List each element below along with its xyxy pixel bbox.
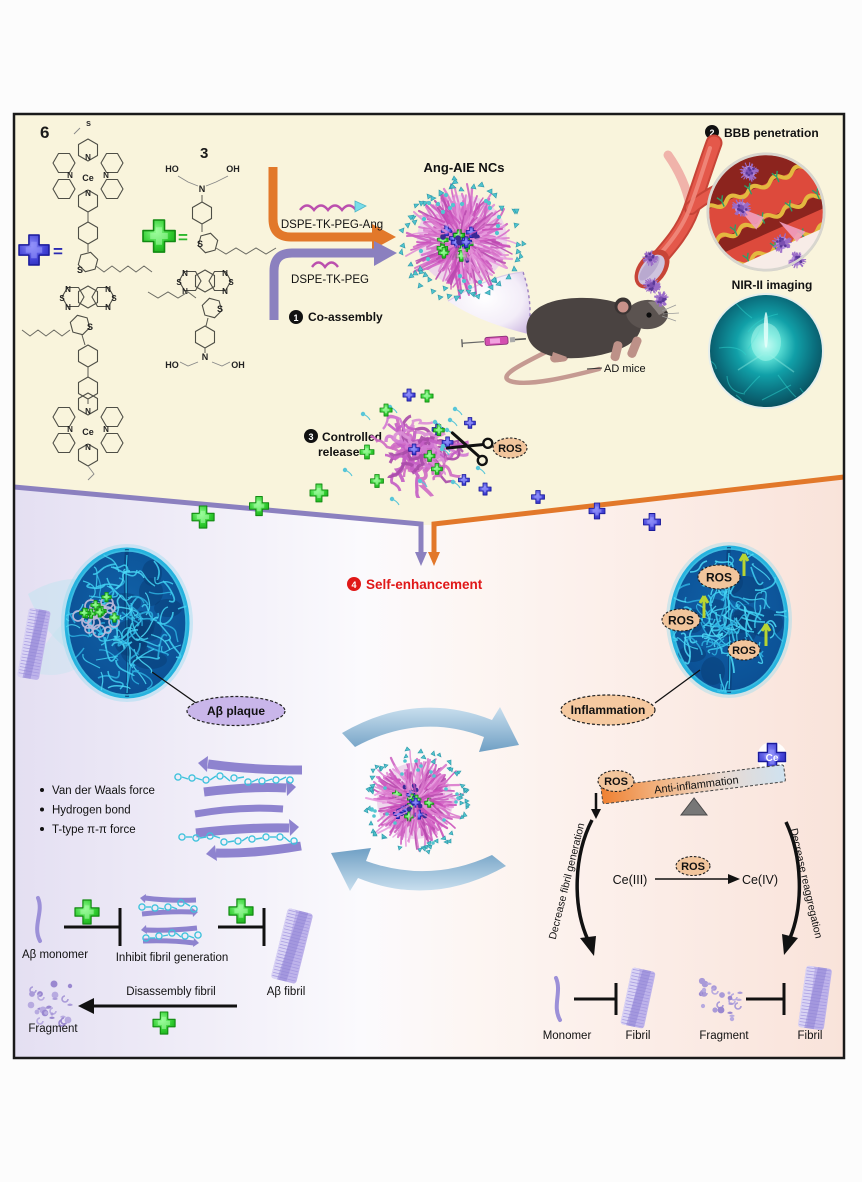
svg-text:N: N bbox=[105, 303, 111, 312]
svg-text:s: s bbox=[86, 118, 91, 128]
svg-text:=: = bbox=[178, 228, 188, 247]
svg-text:Fibril: Fibril bbox=[626, 1030, 651, 1042]
svg-text:Disassembly fibril: Disassembly fibril bbox=[126, 986, 215, 998]
svg-text:N: N bbox=[222, 269, 228, 278]
svg-text:release: release bbox=[318, 445, 360, 459]
svg-text:N: N bbox=[65, 285, 71, 294]
svg-text:N: N bbox=[202, 352, 209, 362]
svg-text:S: S bbox=[77, 265, 83, 275]
svg-text:DSPE-TK-PEG-Ang: DSPE-TK-PEG-Ang bbox=[281, 219, 383, 231]
svg-text:Fragment: Fragment bbox=[699, 1030, 749, 1042]
svg-text:N: N bbox=[85, 443, 91, 452]
svg-text:N: N bbox=[103, 171, 109, 180]
svg-text:N: N bbox=[85, 153, 91, 162]
svg-text:S: S bbox=[111, 294, 117, 303]
svg-text:N: N bbox=[199, 184, 206, 194]
svg-text:N: N bbox=[103, 425, 109, 434]
svg-text:Hydrogen bond: Hydrogen bond bbox=[52, 805, 131, 817]
svg-text:Ce: Ce bbox=[766, 753, 779, 764]
svg-text:Aβ fibril: Aβ fibril bbox=[267, 986, 306, 998]
svg-text:DSPE-TK-PEG: DSPE-TK-PEG bbox=[291, 274, 369, 286]
svg-text:S: S bbox=[87, 322, 93, 332]
svg-text:2: 2 bbox=[709, 128, 714, 138]
svg-text:Aβ monomer: Aβ monomer bbox=[22, 949, 88, 961]
svg-text:N: N bbox=[67, 171, 73, 180]
svg-text:N: N bbox=[222, 287, 228, 296]
svg-text:Ang-AIE NCs: Ang-AIE NCs bbox=[424, 160, 505, 175]
svg-text:HO: HO bbox=[165, 360, 179, 370]
svg-text:3: 3 bbox=[308, 432, 313, 442]
svg-text:OH: OH bbox=[226, 164, 240, 174]
svg-text:Inhibit fibril generation: Inhibit fibril generation bbox=[116, 952, 229, 964]
svg-text:=: = bbox=[53, 242, 63, 261]
svg-text:Inflammation: Inflammation bbox=[571, 703, 646, 717]
svg-text:Van der Waals force: Van der Waals force bbox=[52, 785, 155, 797]
svg-text:ROS: ROS bbox=[681, 861, 705, 873]
svg-text:N: N bbox=[85, 407, 91, 416]
svg-text:N: N bbox=[85, 189, 91, 198]
svg-text:N: N bbox=[182, 287, 188, 296]
svg-text:Fibril: Fibril bbox=[798, 1030, 823, 1042]
svg-text:Fragment: Fragment bbox=[28, 1023, 78, 1035]
svg-text:NIR-II imaging: NIR-II imaging bbox=[732, 278, 813, 292]
svg-text:ROS: ROS bbox=[706, 570, 732, 584]
svg-text:BBB penetration: BBB penetration bbox=[724, 126, 819, 140]
svg-text:HO: HO bbox=[165, 164, 179, 174]
svg-text:S: S bbox=[176, 278, 182, 287]
svg-text:N: N bbox=[105, 285, 111, 294]
svg-text:Aβ plaque: Aβ plaque bbox=[207, 704, 265, 718]
svg-text:N: N bbox=[65, 303, 71, 312]
svg-text:Ce(III): Ce(III) bbox=[613, 873, 648, 887]
svg-text:Co-assembly: Co-assembly bbox=[308, 310, 383, 324]
svg-text:ROS: ROS bbox=[604, 776, 628, 788]
svg-text:Ce(IV): Ce(IV) bbox=[742, 873, 778, 887]
svg-text:1: 1 bbox=[293, 313, 298, 323]
svg-text:4: 4 bbox=[351, 580, 356, 590]
svg-text:N: N bbox=[182, 269, 188, 278]
svg-text:OH: OH bbox=[231, 360, 245, 370]
svg-text:Monomer: Monomer bbox=[543, 1030, 592, 1042]
svg-text:6: 6 bbox=[40, 123, 49, 142]
svg-text:Ce: Ce bbox=[82, 427, 94, 437]
svg-text:ROS: ROS bbox=[732, 645, 756, 657]
svg-text:AD mice: AD mice bbox=[604, 363, 646, 375]
svg-text:T-type π-π force: T-type π-π force bbox=[52, 824, 136, 836]
svg-text:S: S bbox=[197, 239, 203, 249]
svg-text:S: S bbox=[217, 304, 223, 314]
svg-text:Controlled: Controlled bbox=[322, 430, 382, 444]
svg-text:N: N bbox=[67, 425, 73, 434]
svg-text:Ce: Ce bbox=[82, 173, 94, 183]
svg-text:S: S bbox=[59, 294, 65, 303]
svg-text:3: 3 bbox=[200, 145, 208, 162]
svg-text:S: S bbox=[228, 278, 234, 287]
svg-text:ROS: ROS bbox=[668, 613, 694, 627]
svg-text:ROS: ROS bbox=[498, 443, 522, 455]
svg-text:Self-enhancement: Self-enhancement bbox=[366, 577, 483, 592]
